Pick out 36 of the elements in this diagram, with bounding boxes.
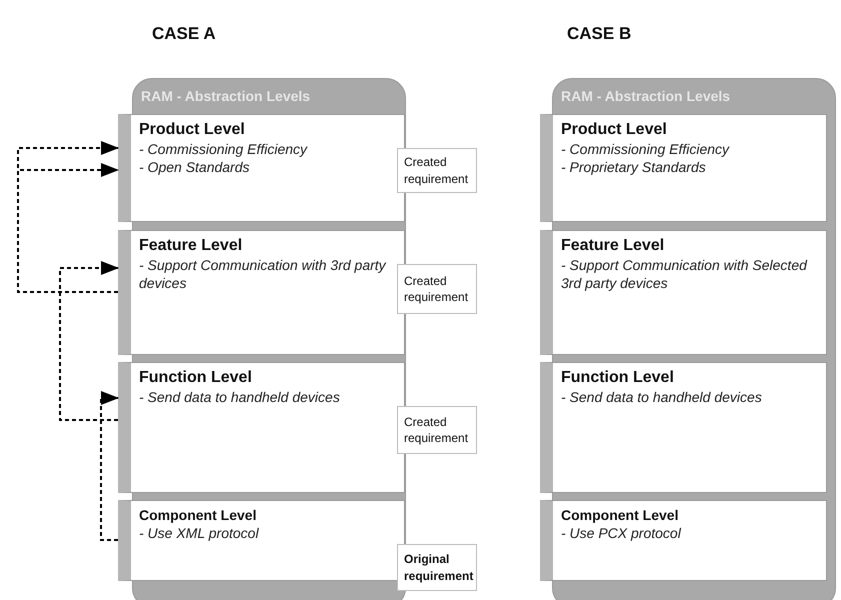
requirement-box: Created requirement (397, 148, 477, 193)
level-item: - Commissioning Efficiency (561, 141, 730, 158)
panel-heading: RAM - Abstraction Levels (141, 88, 310, 104)
level-item: - Support Communication with Selected 3rd party devices (561, 257, 808, 292)
level-title: Function Level (139, 369, 253, 387)
level-item: - Send data to handheld devices (139, 389, 341, 406)
level-box (118, 230, 405, 355)
case-title: CASE A (152, 24, 216, 44)
level-title: Component Level (139, 507, 258, 523)
requirement-box: Created requirement (397, 406, 477, 454)
level-box (540, 114, 827, 222)
level-title: Feature Level (139, 237, 244, 255)
level-box (540, 362, 827, 493)
level-title: Product Level (139, 121, 246, 139)
level-title: Function Level (561, 369, 675, 387)
level-title: Product Level (561, 121, 668, 139)
level-title: Component Level (561, 507, 680, 523)
level-box (118, 500, 405, 581)
level-item: - Support Communication with 3rd party devices (139, 257, 388, 292)
level-box (540, 500, 827, 581)
dashed-arrow (100, 391, 119, 541)
level-box (118, 114, 405, 222)
level-box (540, 230, 827, 355)
level-item: - Proprietary Standards (561, 158, 707, 176)
case-title: CASE B (567, 24, 632, 44)
level-title: Feature Level (561, 237, 666, 255)
dashed-arrow (59, 261, 119, 421)
level-item: - Open Standards (139, 158, 251, 176)
level-item: - Commissioning Efficiency (139, 141, 308, 158)
panel-heading: RAM - Abstraction Levels (561, 88, 730, 104)
requirement-box: Created requirement (397, 264, 477, 314)
level-item: - Use PCX protocol (561, 525, 682, 542)
level-box (118, 362, 405, 493)
level-item: - Send data to handheld devices (561, 389, 763, 406)
level-item: - Use XML protocol (139, 525, 260, 542)
requirement-box: Original requirement (397, 544, 477, 591)
